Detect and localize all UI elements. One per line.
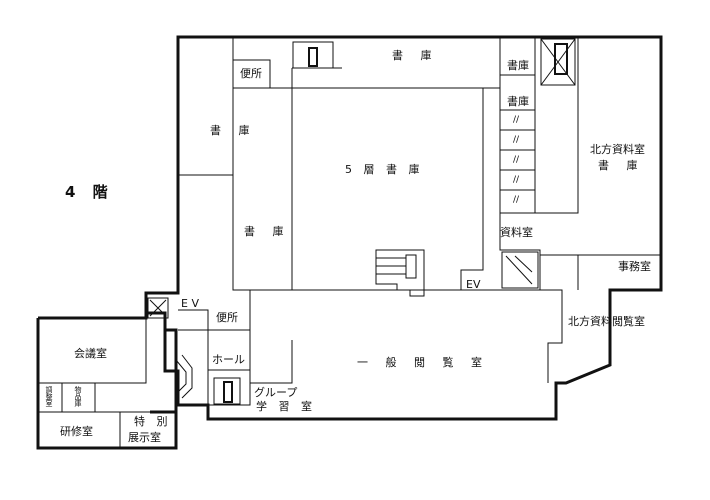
room-ev-upper: EV: [466, 278, 481, 291]
wall-stack-band: [292, 37, 501, 89]
room-stack-left-lower: 書 庫: [244, 225, 291, 238]
wall-main-divide: [250, 289, 563, 383]
room-northern-reading: 北方資料閲覧室: [568, 315, 645, 328]
ditto-mark: //: [513, 115, 520, 125]
room-conference: 会議室: [74, 347, 107, 360]
wall-toilet-lower: [208, 329, 251, 405]
ditto-mark: //: [513, 195, 520, 205]
stair-lower: [213, 377, 241, 405]
annex-right-wall: [165, 328, 178, 448]
room-office: 事務室: [618, 260, 651, 273]
stair-lower-inner: [223, 381, 233, 403]
stair-lines: [376, 257, 406, 275]
room-special-l2: 展示室: [128, 431, 161, 444]
room-ev-lower: E V: [181, 297, 199, 310]
stair-annex: [147, 297, 169, 319]
room-special-l1: 特 別: [134, 415, 172, 428]
wall-right-col: [499, 88, 541, 290]
ditto-mark: //: [513, 135, 520, 145]
room-toilet-top: 便所: [240, 67, 262, 80]
room-group-study-l2: 学 習 室: [256, 400, 316, 413]
room-hall: ホール: [212, 353, 245, 366]
wall-col2: [534, 37, 579, 214]
wall-group: [250, 340, 293, 384]
wall-ev: [178, 309, 209, 405]
wall-top-left-room: [232, 37, 292, 89]
wall-annex-inner: [38, 313, 176, 448]
stair-center-inner: [405, 254, 417, 279]
stair-top-left: [292, 41, 334, 69]
cell-lines: [500, 74, 535, 214]
room-stack-right-col: 書庫: [507, 95, 529, 108]
room-storage: 物品庫: [74, 386, 82, 407]
box-x: [540, 38, 576, 86]
wall-fifth-layer: [291, 88, 376, 291]
room-adjust: 調整室: [45, 386, 53, 407]
room-northern-archive-l1: 北方資料室: [590, 143, 645, 156]
floor-label: 4 階: [65, 183, 114, 201]
box-x-lines: [540, 38, 576, 86]
room-fifth-layer-stack: 5 層 書 庫: [345, 163, 424, 176]
stair-right: [501, 251, 539, 289]
room-archive: 資料室: [500, 226, 533, 239]
stair-curve: [175, 354, 193, 399]
wall-inner-right-col: [460, 88, 484, 290]
room-stack-top-right: 書庫: [507, 59, 529, 72]
room-stack-left-upper: 書 庫: [210, 124, 257, 137]
stair-top-left-inner: [308, 47, 318, 67]
room-stack-top-center: 書 庫: [392, 49, 439, 62]
room-toilet-lower: 便所: [216, 311, 238, 324]
ditto-mark: //: [513, 155, 520, 165]
room-northern-archive-l2: 書 庫: [598, 159, 645, 172]
wall-band-inner: [291, 67, 342, 88]
stair-center: [375, 249, 425, 297]
wall-office2: [540, 254, 579, 290]
room-group-study-l1: グループ: [254, 386, 298, 399]
ditto-mark: //: [513, 175, 520, 185]
room-training: 研修室: [60, 425, 93, 438]
wall-toilet-top: [233, 59, 271, 88]
room-general-reading: 一 般 閲 覧 室: [357, 356, 489, 369]
stair-top-right: [554, 43, 568, 75]
